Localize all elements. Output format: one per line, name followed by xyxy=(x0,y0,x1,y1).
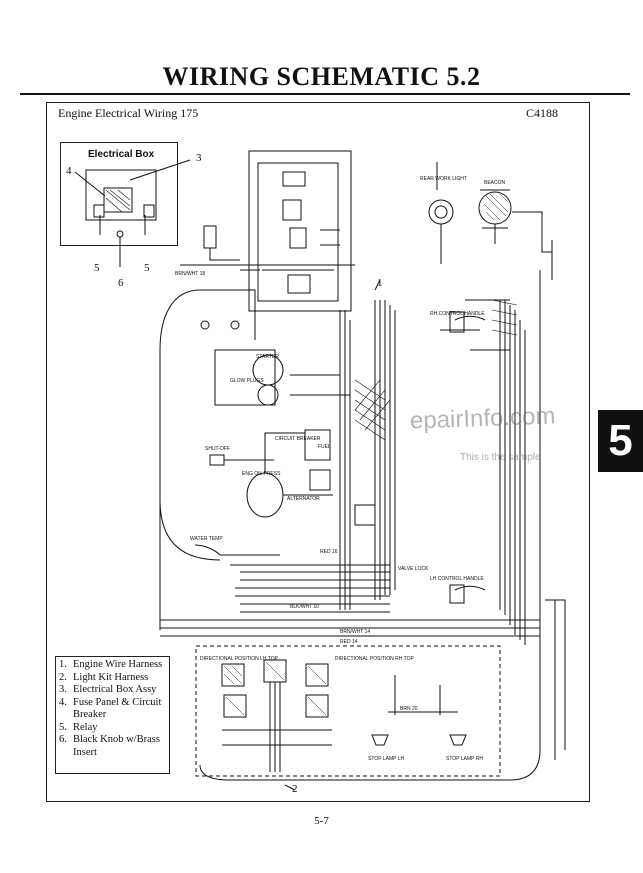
fuse-panel xyxy=(85,169,157,221)
label-directional-rh: DIRECTIONAL POSITION RH TOP xyxy=(335,656,414,662)
watermark: epairInfo.com xyxy=(409,402,556,435)
label-stop-lamp-rh: STOP LAMP RH xyxy=(446,756,483,762)
legend-item: 1.Engine Wire Harness xyxy=(59,659,163,670)
label-stop-lamp-lh: STOP LAMP LH xyxy=(368,756,405,762)
callout-6: 6 xyxy=(118,277,124,289)
knob-icon xyxy=(116,230,124,238)
watermark-sub: This is the sample xyxy=(460,452,541,463)
label-water-temp: WATER TEMP xyxy=(190,536,223,542)
label-circuit-breaker: CIRCUIT BREAKER xyxy=(275,436,321,442)
relay-panel xyxy=(248,150,352,312)
label-beacon: BEACON xyxy=(484,180,506,186)
relay-right xyxy=(143,204,155,218)
label-brn-20: BRN 20 xyxy=(400,706,418,712)
legend-item: 3.Electrical Box Assy xyxy=(59,684,157,695)
callout-1: 1 xyxy=(377,277,383,289)
label-brn-white-18: BRN/WHT 18 xyxy=(175,271,205,277)
schematic-frame xyxy=(46,102,590,802)
section-tab: 5 xyxy=(598,410,643,472)
label-directional-lh: DIRECTIONAL POSITION LH TOP xyxy=(200,656,279,662)
page-title: WIRING SCHEMATIC 5.2 xyxy=(162,62,481,91)
legend-item: 6.Black Knob w/Brass Insert xyxy=(59,734,160,758)
legend-item: 4.Fuse Panel & Circuit Breaker xyxy=(59,696,162,721)
legend-item: 2.Light Kit Harness xyxy=(59,671,149,683)
label-red-16: RED 16 xyxy=(320,549,338,555)
relay-left xyxy=(93,204,105,218)
label-starter: STARTER xyxy=(256,354,279,360)
label-rear-work-light: REAR WORK LIGHT xyxy=(420,176,467,182)
electrical-box-title: Electrical Box xyxy=(88,149,155,160)
label-eng-oil-press: ENG OIL PRESS xyxy=(242,471,281,477)
label-brn-wht-14: BRN/WHT 14 xyxy=(340,629,370,635)
callout-4: 4 xyxy=(66,165,72,177)
title-rule xyxy=(20,93,630,95)
label-blk-wht-10: BLK/WHT 10 xyxy=(290,604,319,610)
schematic-caption: Engine Electrical Wiring 175 xyxy=(58,106,199,120)
label-red-14: RED 14 xyxy=(340,639,358,645)
callout-3: 3 xyxy=(196,152,202,164)
electrical-box-inset xyxy=(60,142,178,246)
callout-2: 2 xyxy=(292,783,298,795)
callout-5-left: 5 xyxy=(94,262,100,274)
label-lh-control-handle: LH CONTROL HANDLE xyxy=(430,576,484,582)
label-fuel: FUEL xyxy=(318,444,331,450)
label-alternator: ALTERNATOR xyxy=(287,496,320,502)
legend-box: 1.Engine Wire Harness 2.Light Kit Harnes… xyxy=(55,656,170,774)
page-number: 5-7 xyxy=(314,815,329,827)
schematic-code: C4188 xyxy=(525,106,558,120)
label-valve-lock: VALVE LOCK xyxy=(398,566,429,572)
label-shut-off: SHUT-OFF xyxy=(205,446,230,452)
label-glow-plugs: GLOW PLUGS xyxy=(230,378,264,384)
label-rh-control-handle: RH CONTROL HANDLE xyxy=(430,311,485,317)
callout-5-right: 5 xyxy=(144,262,150,274)
legend-item: 5.Relay xyxy=(59,721,98,733)
